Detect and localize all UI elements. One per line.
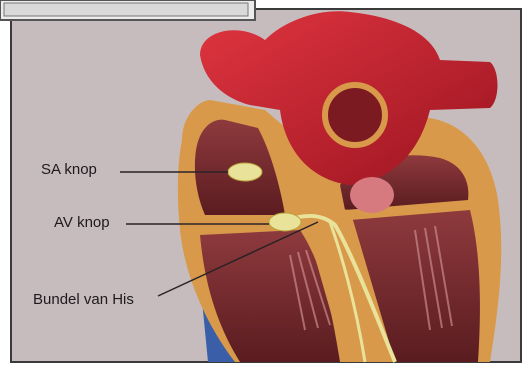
av-node [269,213,301,231]
top-left-tab-inner [4,3,248,16]
bundle-of-his-label: Bundel van His [33,291,134,308]
aortic-valve [350,177,394,213]
sa-node [228,163,262,181]
sa-node-label: SA knop [41,161,97,178]
pulmonary-artery-opening [325,85,385,145]
av-node-label: AV knop [54,214,110,231]
